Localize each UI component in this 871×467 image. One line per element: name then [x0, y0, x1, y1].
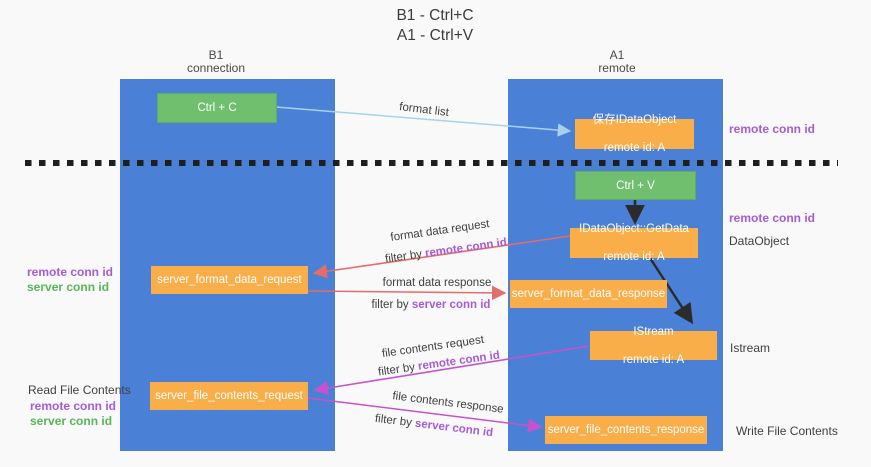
server-format-data-request-box: server_format_data_request: [151, 266, 308, 294]
right-column-header: A1 remote: [557, 49, 677, 75]
getdata-line1: IDataObject::GetData: [579, 223, 689, 235]
ctrl-v-box: Ctrl + V: [575, 171, 696, 200]
idataobject-getdata-box: IDataObject::GetData remote id: A: [570, 223, 698, 263]
istream-box: IStream remote id: A: [590, 326, 717, 366]
left-column-header-line2: connection: [186, 61, 246, 75]
ctrl-v-label: Ctrl + V: [616, 179, 655, 192]
server-format-data-response-label: server_format_data_response: [511, 288, 666, 300]
format-data-response-arrow: [307, 285, 507, 301]
filter-by-server-conn-id-label-2: filter by server conn id: [374, 413, 493, 439]
diagram-title: B1 - Ctrl+C A1 - Ctrl+V: [335, 6, 535, 46]
format-data-response-label: format data response: [382, 277, 492, 289]
remote-conn-id-text: remote conn id: [424, 236, 508, 260]
istream-line1: IStream: [633, 325, 674, 338]
left-column-header-line1: B1: [208, 48, 224, 62]
istream-side-label: Istream: [730, 341, 771, 355]
server-file-contents-request-label: server_file_contents_request: [155, 390, 303, 402]
server-format-data-request-label: server_format_data_request: [157, 274, 302, 286]
left-column-header: B1 connection: [156, 49, 276, 75]
left-mid-remote-conn-id: remote conn id: [27, 265, 114, 279]
ctrl-c-label: Ctrl + C: [197, 102, 237, 114]
server-file-contents-response-box: server_file_contents_response: [545, 416, 707, 444]
server-file-contents-response-label: server_file_contents_response: [547, 424, 705, 436]
filter-by-text: filter by: [377, 361, 416, 379]
title-line-2: A1 - Ctrl+V: [396, 27, 474, 44]
left-bottom-server-conn-id: server conn id: [30, 414, 113, 428]
title-line-1: B1 - Ctrl+C: [396, 7, 474, 24]
server-conn-id-text: server conn id: [411, 299, 491, 311]
getdata-line2: remote id: A: [603, 251, 665, 263]
save-idataobject-line2: remote id: A: [603, 142, 666, 154]
server-file-contents-request-box: server_file_contents_request: [150, 382, 308, 410]
right-column-header-line1: A1: [609, 48, 625, 62]
file-contents-response-label: file contents response: [391, 390, 505, 416]
left-mid-conn-labels: remote conn id server conn id: [27, 265, 113, 295]
save-idataobject-line1: 保存IDataObject: [592, 114, 677, 126]
write-file-contents-label: Write File Contents: [736, 424, 838, 438]
left-bottom-conn-labels: remote conn id server conn id: [30, 399, 116, 429]
istream-line2: remote id: A: [622, 353, 685, 366]
left-bottom-remote-conn-id: remote conn id: [30, 399, 117, 413]
filter-by-text: filter by: [371, 299, 409, 311]
filter-by-server-conn-id-label-1: filter by server conn id: [372, 299, 491, 311]
dataobject-label: DataObject: [729, 234, 790, 248]
filter-by-text: filter by: [374, 412, 413, 430]
server-conn-id-text: server conn id: [414, 417, 494, 440]
format-list-label: format list: [398, 101, 450, 119]
read-file-contents-label: Read File Contents: [28, 383, 131, 397]
filter-by-text: filter by: [384, 248, 423, 266]
left-mid-server-conn-id: server conn id: [27, 280, 110, 294]
right-column-header-line2: remote: [598, 61, 636, 75]
save-idataobject-box: 保存IDataObject remote id: A: [575, 114, 694, 154]
remote-conn-id-mid-label: remote conn id: [729, 211, 816, 225]
ctrl-c-box: Ctrl + C: [157, 93, 277, 123]
server-format-data-response-box: server_format_data_response: [510, 280, 667, 308]
remote-conn-id-top-label: remote conn id: [729, 122, 816, 136]
